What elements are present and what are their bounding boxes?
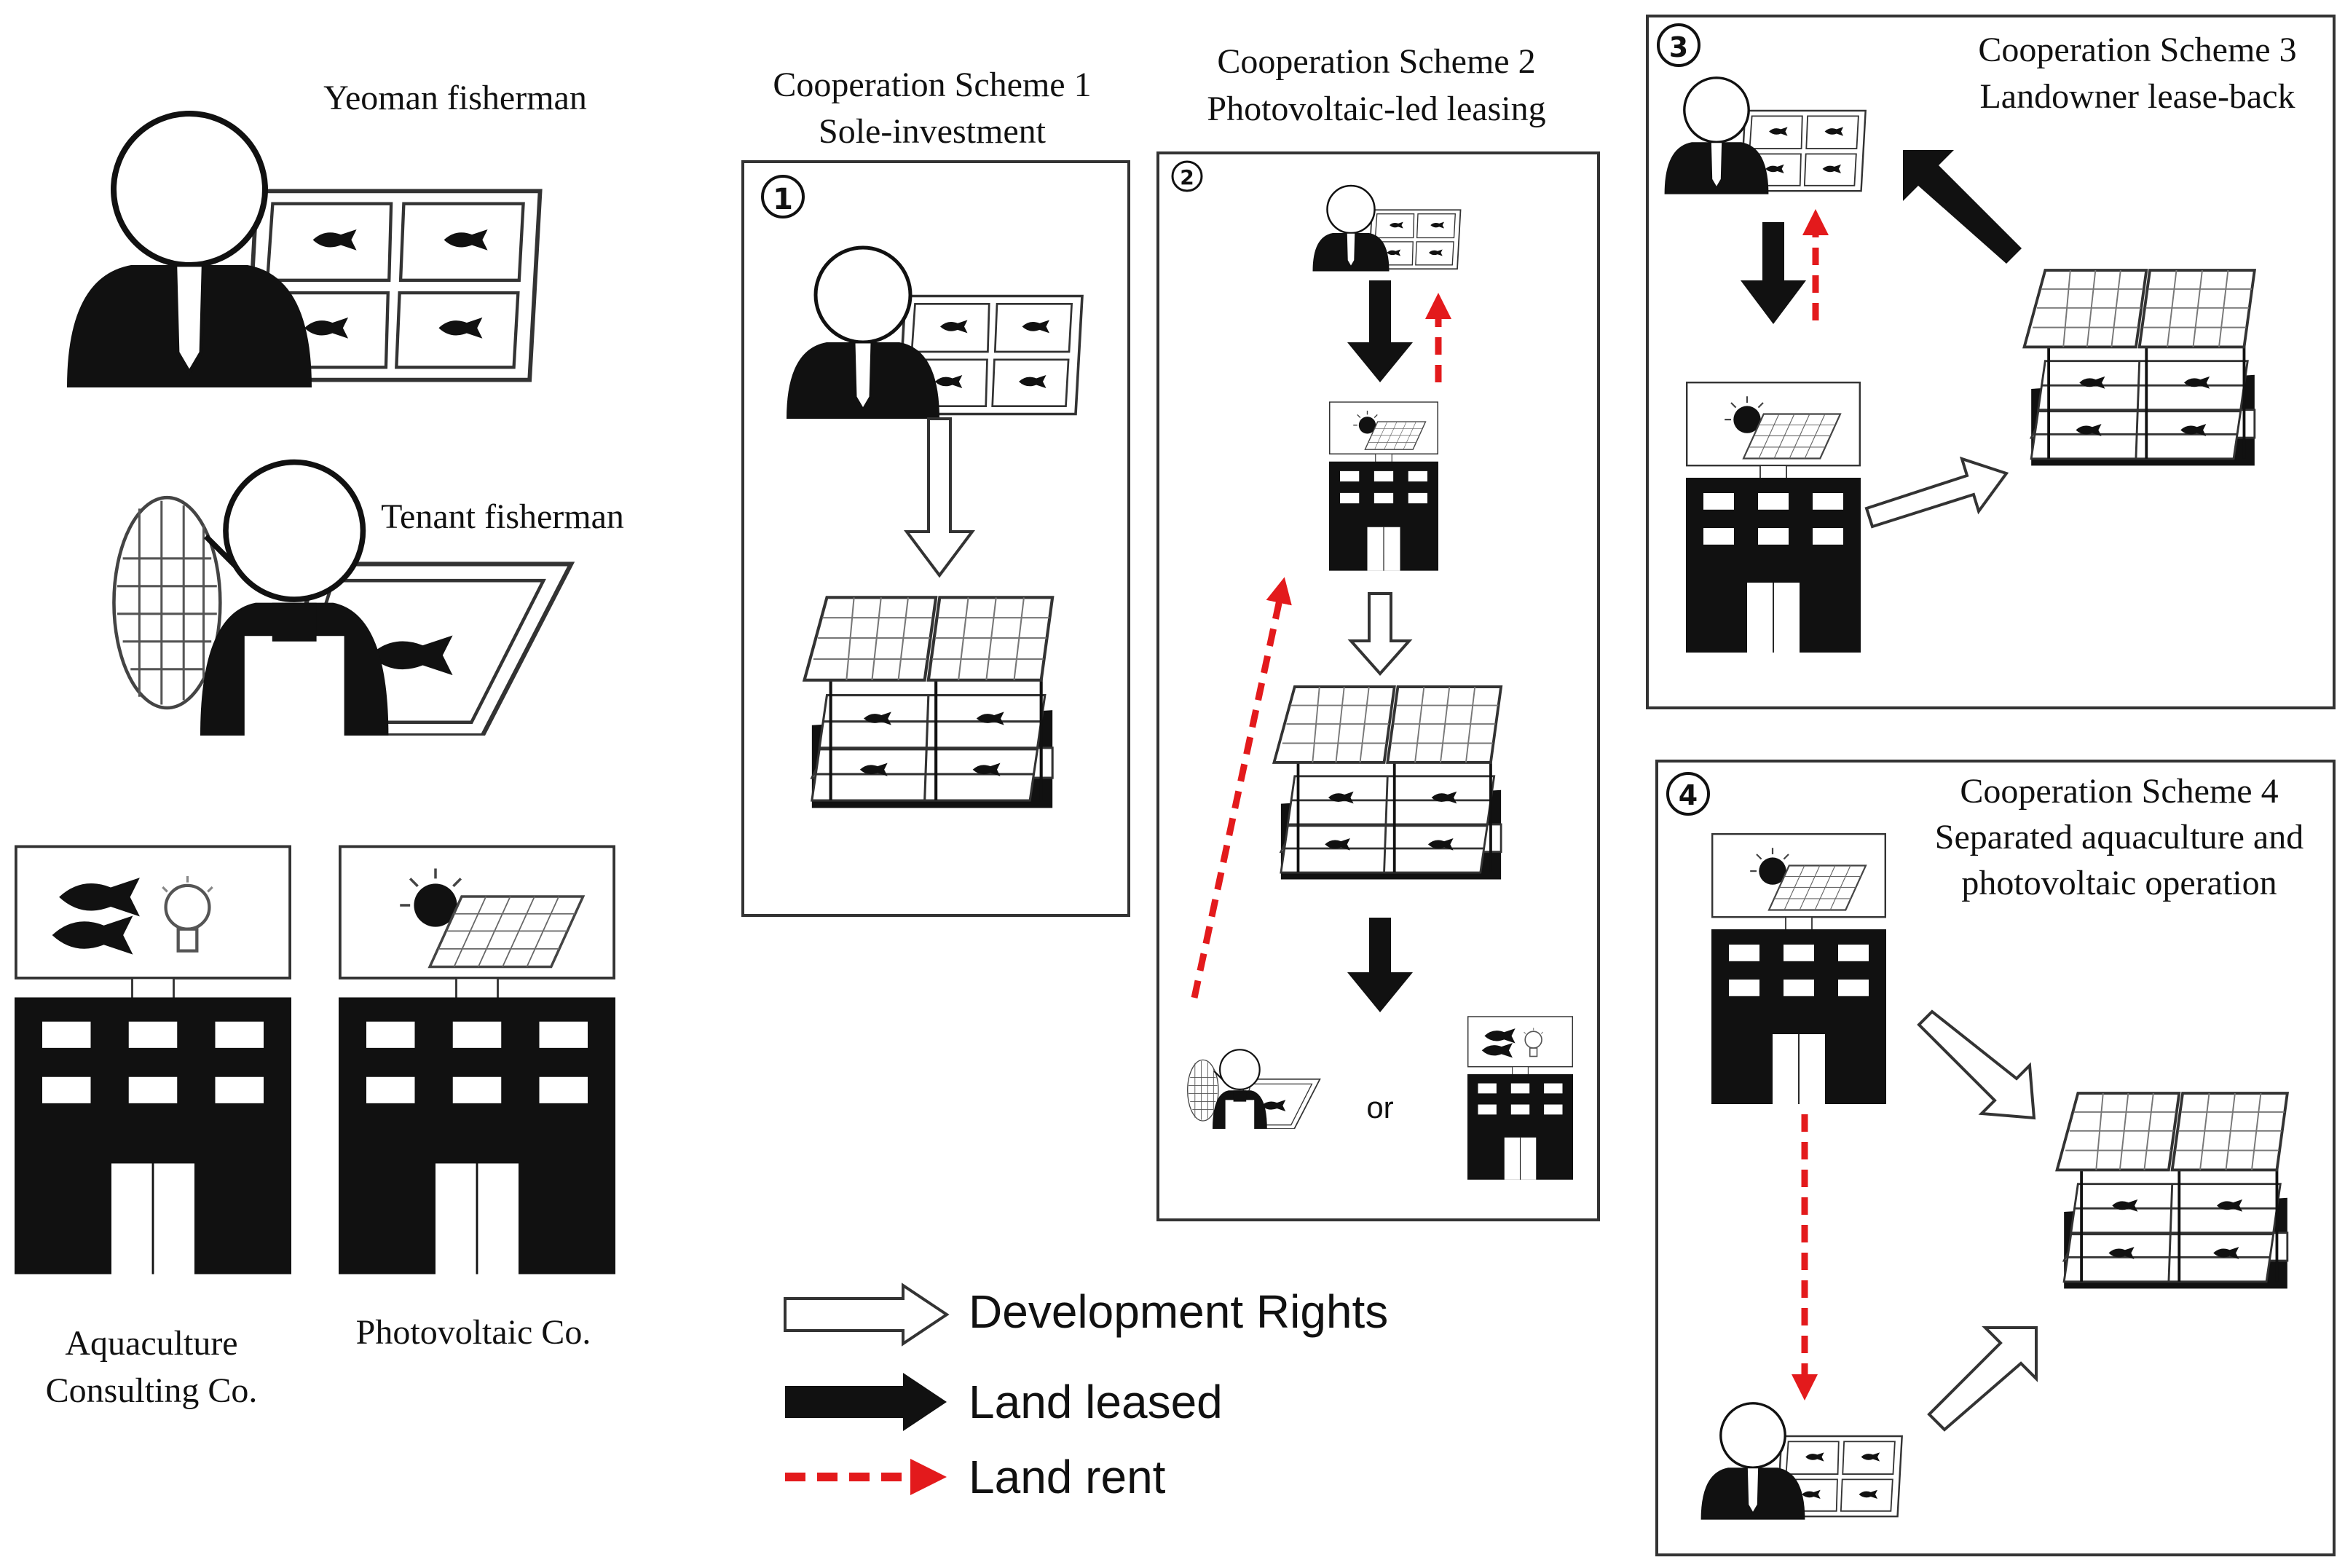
scheme-3-facility-icon xyxy=(2025,270,2255,465)
legend: Development Rights Land leased Land rent xyxy=(784,1283,1388,1503)
scheme-4-subtitle-line1: Separated aquaculture and xyxy=(1935,818,2303,856)
scheme-2-aquaculture-company-icon xyxy=(1467,1017,1573,1180)
scheme-1-frame xyxy=(741,160,1130,917)
scheme-2-land-leased-arrow-top xyxy=(1347,280,1413,382)
scheme-4-subtitle-line2: photovoltaic operation xyxy=(1961,864,2277,902)
scheme-1-number-badge xyxy=(761,175,805,218)
scheme-2-yeoman-icon xyxy=(1313,186,1461,272)
scheme-1-subtitle: Sole-investment xyxy=(819,112,1047,151)
scheme-4-development-rights-arrow-lower xyxy=(1927,1326,2038,1432)
scheme-3-development-rights-arrow xyxy=(1864,456,2009,529)
scheme-3-frame xyxy=(1646,15,2336,709)
legend-item-land-rent: Land rent xyxy=(785,1451,1166,1503)
legend-item-land-leased: Land leased xyxy=(785,1373,1223,1431)
scheme-3-lease-back-arrow xyxy=(1903,150,2022,264)
photovoltaic-company-icon xyxy=(339,846,615,1274)
aquaculture-company-icon xyxy=(15,846,291,1274)
scheme-4-yeoman-icon xyxy=(1701,1403,1902,1520)
scheme-2-number-badge xyxy=(1171,160,1203,192)
scheme-3-number-badge xyxy=(1657,23,1700,67)
legend-item-development-rights: Development Rights xyxy=(784,1283,1388,1347)
scheme-1-yeoman-icon xyxy=(787,248,1082,419)
scheme-2-development-rights-arrow xyxy=(1347,592,1413,677)
scheme-3-title: Cooperation Scheme 3 xyxy=(1978,31,2296,69)
scheme-1-facility-icon xyxy=(805,597,1053,808)
scheme-2-photovoltaic-company-icon xyxy=(1329,402,1438,571)
scheme-4-development-rights-arrow-upper xyxy=(1917,1009,2036,1120)
scheme-2-frame xyxy=(1156,151,1600,1221)
legend-label-land-leased: Land leased xyxy=(969,1376,1223,1428)
actor-photovoltaic-co: Photovoltaic Co. xyxy=(339,846,615,1352)
scheme-2-land-rent-arrow-long xyxy=(1191,577,1292,998)
yeoman-fisherman-icon xyxy=(67,114,540,387)
scheme-4-facility-icon xyxy=(2057,1093,2287,1288)
scheme-3-panel: 3 Cooperation Scheme 3 Landowner lease-b… xyxy=(1646,15,2336,709)
scheme-1-title: Cooperation Scheme 1 xyxy=(773,66,1091,104)
scheme-2-or-label: or xyxy=(1366,1090,1393,1124)
scheme-2-facility-icon xyxy=(1274,687,1501,879)
legend-label-land-rent: Land rent xyxy=(969,1451,1166,1503)
scheme-4-title: Cooperation Scheme 4 xyxy=(1960,772,2278,811)
scheme-4-panel: 4 Cooperation Scheme 4 Separated aquacul… xyxy=(1655,760,2336,1556)
photovoltaic-label: Photovoltaic Co. xyxy=(356,1313,591,1352)
scheme-4-photovoltaic-company-icon xyxy=(1711,834,1886,1104)
scheme-2-subtitle: Photovoltaic-led leasing xyxy=(1207,90,1545,128)
scheme-3-number: 3 xyxy=(1669,31,1688,63)
scheme-4-number: 4 xyxy=(1679,779,1698,811)
scheme-1-panel: Cooperation Scheme 1 Sole-investment 1 xyxy=(741,66,1130,917)
scheme-2-title: Cooperation Scheme 2 xyxy=(1217,42,1535,81)
scheme-1-development-rights-arrow xyxy=(904,417,975,578)
scheme-3-photovoltaic-company-icon xyxy=(1686,382,1861,653)
scheme-2-number: 2 xyxy=(1180,165,1194,189)
scheme-4-number-badge xyxy=(1666,772,1710,816)
actor-aquaculture-consulting-co: Aquaculture Consulting Co. xyxy=(15,846,291,1410)
legend-hollow-arrow-icon xyxy=(784,1283,950,1347)
legend-dashed-arrowhead-icon xyxy=(910,1459,947,1495)
legend-solid-arrow-icon xyxy=(785,1373,947,1431)
aquaculture-label-line2: Consulting Co. xyxy=(46,1371,258,1410)
scheme-2-tenant-fisherman-icon xyxy=(1188,1049,1320,1129)
tenant-label: Tenant fisherman xyxy=(381,497,624,536)
scheme-1-number: 1 xyxy=(773,183,793,216)
aquaculture-label-line1: Aquaculture xyxy=(65,1324,237,1363)
scheme-3-yeoman-icon xyxy=(1665,78,1866,194)
actor-yeoman-fisherman: Yeoman fisherman xyxy=(67,79,587,387)
yeoman-label: Yeoman fisherman xyxy=(323,79,587,117)
scheme-4-frame xyxy=(1655,760,2336,1556)
scheme-3-subtitle: Landowner lease-back xyxy=(1979,77,2295,116)
scheme-3-land-leased-arrow xyxy=(1741,222,1806,324)
scheme-2-panel: Cooperation Scheme 2 Photovoltaic-led le… xyxy=(1156,42,1600,1221)
actor-tenant-fisherman: Tenant fisherman xyxy=(114,462,624,736)
scheme-2-land-leased-arrow-bottom xyxy=(1347,918,1413,1012)
legend-label-development-rights: Development Rights xyxy=(969,1285,1388,1338)
